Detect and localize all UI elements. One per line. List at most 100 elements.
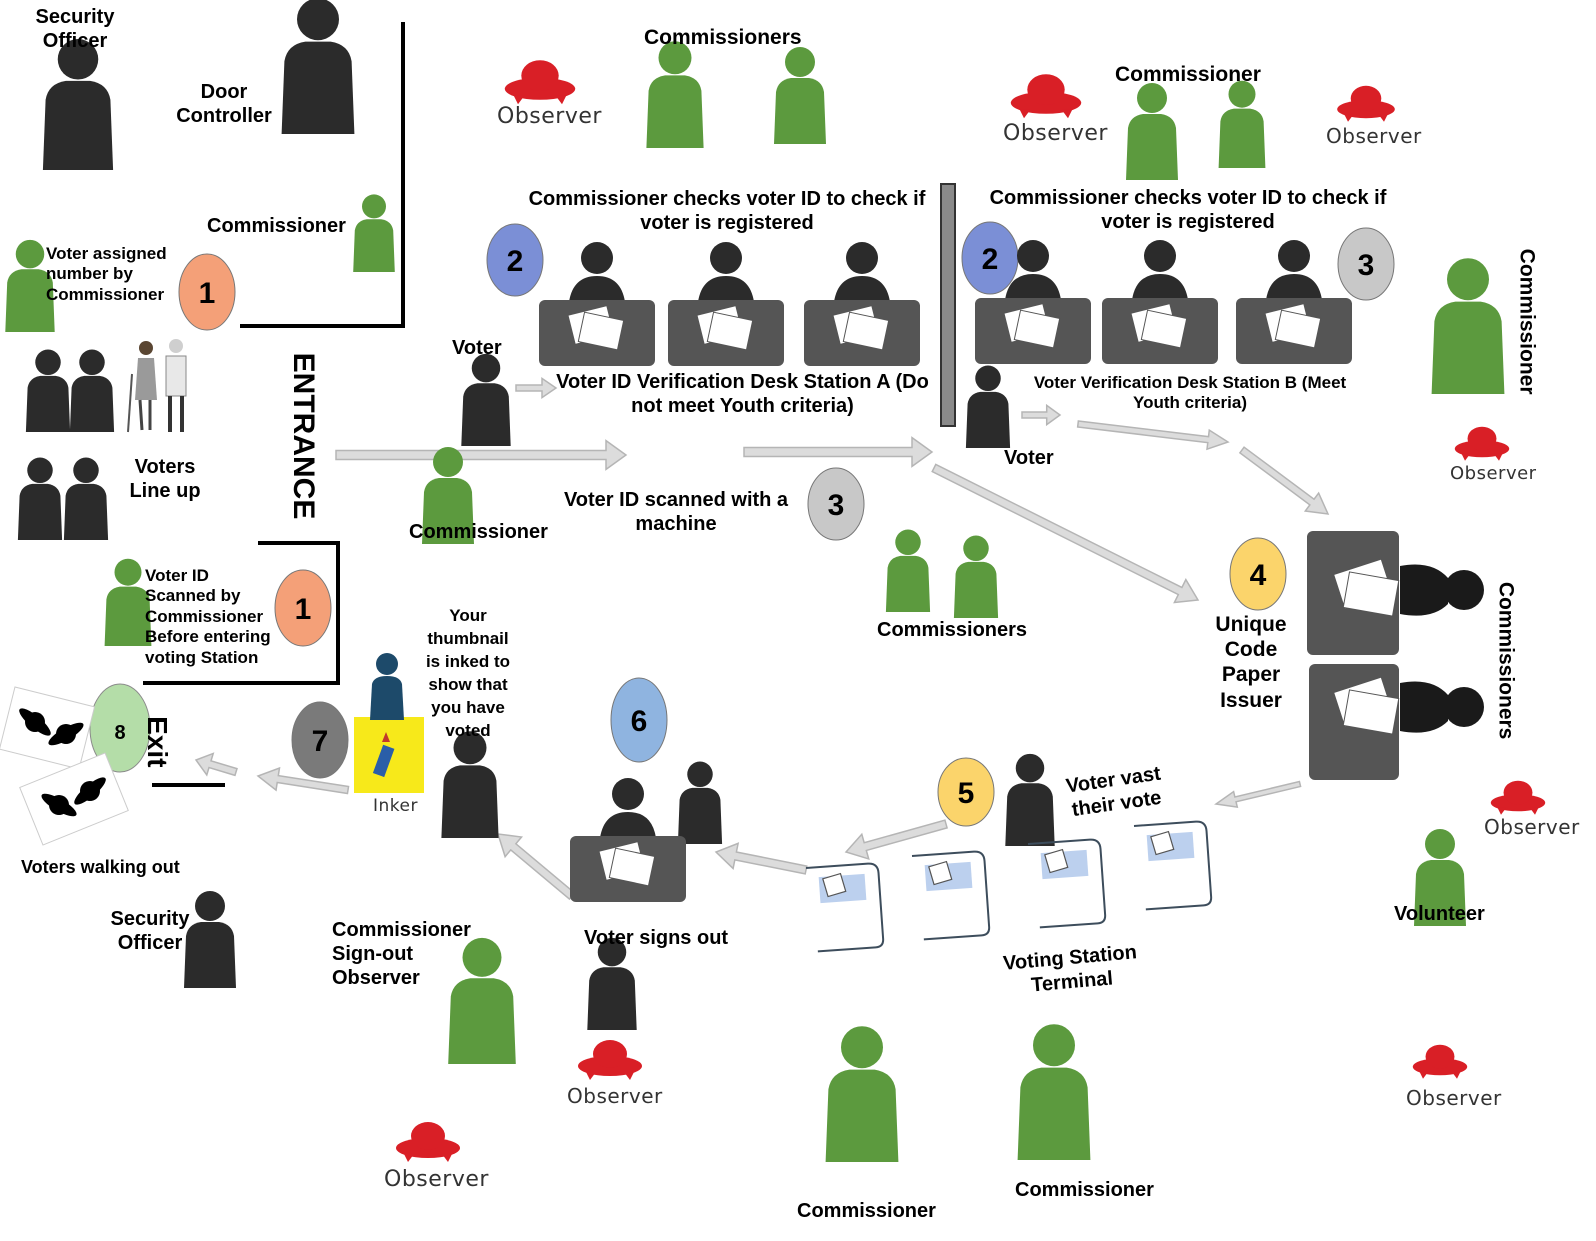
step-number: 2 bbox=[982, 243, 999, 276]
commissioner-person bbox=[646, 41, 704, 148]
step-number: 4 bbox=[1250, 559, 1267, 592]
commissioner-person bbox=[1017, 1024, 1091, 1160]
step-marker: 1 bbox=[178, 253, 236, 331]
desk-a-label: Voter ID Verification Desk Station A (Do… bbox=[556, 371, 929, 417]
observer-icon bbox=[396, 1122, 460, 1162]
flow-arrow bbox=[743, 436, 934, 468]
security-officer-label-top: Security Officer bbox=[35, 6, 115, 52]
commissioner-top-right-label: Commissioner bbox=[1115, 63, 1261, 86]
flow-arrow bbox=[1238, 446, 1330, 515]
scanned-machine-label: Voter ID scanned with a machine bbox=[563, 489, 789, 535]
divider-partition bbox=[940, 183, 956, 427]
entrance-wall bbox=[143, 22, 405, 787]
voter-label-a: Voter bbox=[452, 337, 502, 359]
voter-person bbox=[587, 937, 637, 1030]
ballot-booth bbox=[1133, 819, 1213, 911]
voter-person bbox=[1005, 753, 1055, 846]
step-number: 5 bbox=[958, 777, 975, 810]
step-marker: 7 bbox=[291, 701, 349, 779]
commissioners-mid-label: Commissioners bbox=[877, 619, 1028, 641]
commissioner-person bbox=[353, 194, 395, 272]
observer-label: Observer bbox=[1326, 124, 1422, 148]
code-issuer-label: Unique Code Paper Issuer bbox=[1215, 613, 1287, 712]
commissioners-top-label: Commissioners bbox=[644, 26, 802, 49]
voter-person bbox=[63, 457, 109, 540]
step-marker: 5 bbox=[937, 757, 995, 827]
commissioner-person bbox=[1431, 258, 1505, 394]
observer-icon bbox=[1490, 780, 1546, 815]
step-marker: 3 bbox=[1337, 227, 1395, 301]
observer-icon bbox=[578, 1040, 642, 1080]
code-issuer-desks bbox=[1307, 531, 1484, 780]
ballot-booth bbox=[805, 861, 885, 953]
commissioner-bottom-label-2: Commissioner bbox=[1015, 1179, 1154, 1201]
verification-desk bbox=[539, 242, 655, 366]
flow-arrow bbox=[194, 752, 238, 777]
step-marker: 2 bbox=[486, 223, 544, 297]
step-number: 7 bbox=[312, 725, 329, 758]
entrance-label: ENTRANCE bbox=[287, 352, 320, 520]
flow-arrow bbox=[1214, 780, 1302, 809]
step-number: 2 bbox=[507, 245, 524, 278]
voter-person bbox=[965, 365, 1011, 448]
voter-person bbox=[461, 353, 511, 446]
step-marker: 2 bbox=[961, 221, 1019, 295]
commissioner-person bbox=[885, 529, 931, 612]
verification-desk bbox=[1102, 240, 1218, 364]
observer-label: Observer bbox=[1003, 121, 1108, 146]
commissioner-bottom-label-1: Commissioner bbox=[797, 1200, 936, 1222]
flow-arrow bbox=[1076, 420, 1230, 451]
flow-arrow bbox=[256, 766, 350, 795]
checks-label-a: Commissioner checks voter ID to check if… bbox=[528, 188, 926, 234]
inker-icon bbox=[354, 653, 424, 793]
elderly-couple-icon bbox=[127, 339, 187, 433]
voter-assigned-label: Voter assigned number by Commissioner bbox=[46, 244, 167, 304]
step-number: 6 bbox=[631, 705, 648, 738]
volunteer-label: Volunteer bbox=[1394, 903, 1485, 925]
observer-icon bbox=[1454, 426, 1510, 461]
ballot-booth bbox=[1027, 837, 1107, 929]
commissioner-person bbox=[825, 1026, 899, 1162]
observer-label: Observer bbox=[1484, 815, 1580, 839]
door-controller-person bbox=[281, 0, 355, 135]
commissioner-door-label: Commissioner bbox=[207, 215, 346, 237]
commissioners-right-vertical-label: Commissioners bbox=[1494, 581, 1518, 740]
observer-label: Observer bbox=[1406, 1086, 1502, 1110]
voter-person bbox=[69, 349, 115, 432]
observer-icon bbox=[1412, 1044, 1468, 1079]
checks-label-b: Commissioner checks voter ID to check if… bbox=[989, 187, 1387, 233]
flow-arrow bbox=[335, 439, 628, 471]
voters-walking-out-label: Voters walking out bbox=[21, 857, 180, 877]
verification-desk bbox=[570, 778, 686, 902]
step-marker: 8 bbox=[89, 683, 151, 773]
observer-label: Observer bbox=[567, 1084, 663, 1108]
commissioner-person bbox=[774, 47, 826, 144]
commissioner-right-vertical-label: Commissioner bbox=[1515, 248, 1539, 395]
step-number: 8 bbox=[114, 722, 125, 744]
observer-icon bbox=[504, 60, 576, 105]
voter-person bbox=[17, 457, 63, 540]
voter-person bbox=[25, 349, 71, 432]
security-officer-label-bottom: Security Officer bbox=[110, 908, 190, 954]
commissioner-person bbox=[1126, 83, 1178, 180]
exit-label: Exit bbox=[141, 716, 173, 768]
observer-icon bbox=[1337, 85, 1395, 122]
voter-id-scanned-label: Voter ID Scanned by Commissioner Before … bbox=[145, 566, 271, 667]
security-officer-person bbox=[42, 39, 114, 170]
flow-arrow bbox=[931, 463, 1200, 604]
step-marker: 6 bbox=[610, 677, 668, 763]
verification-desk bbox=[668, 242, 784, 366]
commissioner-person bbox=[1218, 80, 1266, 168]
observer-label: Observer bbox=[1450, 463, 1537, 484]
sign-out-label: Commissioner Sign-out Observer bbox=[332, 919, 471, 989]
voter-signs-out-label: Voter signs out bbox=[584, 927, 729, 949]
voters-line-up-label: Voters Line up bbox=[129, 456, 201, 502]
step-number: 3 bbox=[1358, 249, 1375, 282]
observer-label: Observer bbox=[497, 104, 602, 129]
step-marker: 1 bbox=[274, 569, 332, 647]
voter-person bbox=[677, 761, 723, 844]
step-number: 1 bbox=[199, 277, 216, 310]
voters-walking-out-icon bbox=[0, 686, 129, 846]
flow-arrow bbox=[714, 842, 808, 875]
